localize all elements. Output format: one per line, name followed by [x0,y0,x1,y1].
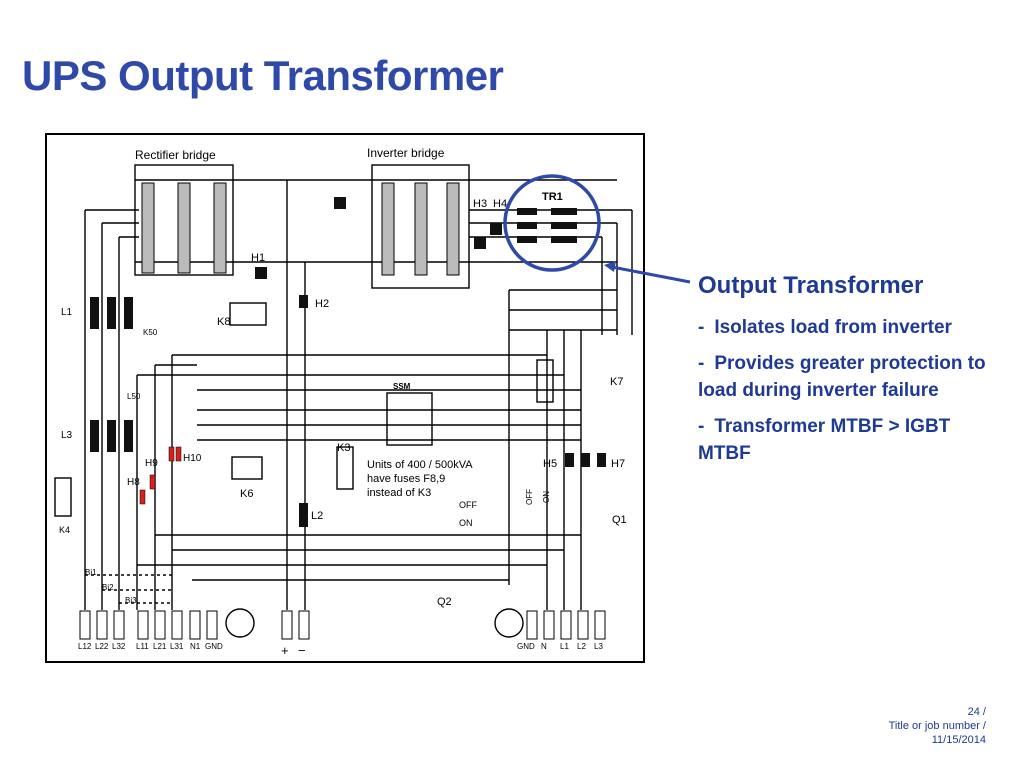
bullet-text: Provides greater protection to load duri… [698,353,986,401]
slide-footer: 24 / Title or job number / 11/15/2014 [889,705,986,747]
label-q1-off: OFF [525,489,534,505]
label-h2: H2 [315,298,329,310]
terminal-label: L3 [594,642,603,651]
label-q1: Q1 [612,514,627,526]
inductors [90,197,346,527]
label-q1-on: ON [542,491,551,503]
label-k50: K50 [143,328,158,337]
bullet-item: -Provides greater protection to load dur… [698,353,986,401]
page-number: 24 / [967,706,986,718]
terminal-label: L22 [95,642,109,651]
terminal-label: N [541,642,547,651]
label-h9: H9 [145,458,158,469]
transformer-coils [474,208,577,249]
note-line-2: have fuses F8,9 [367,473,445,485]
label-h4: H4 [493,198,507,210]
label-bi3: Bi3 [125,596,137,605]
bullet-text: Isolates load from inverter [714,317,952,338]
diagram-labels: Rectifier bridge Inverter bridge TR1 H1 … [59,146,627,658]
label-dc-plus: + [281,643,289,658]
label-k4: K4 [59,525,70,535]
bullet-item: -Isolates load from inverter [698,317,952,338]
label-h3: H3 [473,198,487,210]
label-h1: H1 [251,252,265,264]
terminal-label: GND [205,642,223,651]
label-h5: H5 [543,458,557,470]
job-title: Title or job number / [888,720,986,732]
label-l50: L50 [127,392,141,401]
label-bi1: Bi1 [85,568,97,577]
label-h7: H7 [611,458,625,470]
note-line-3: instead of K3 [367,487,431,499]
side-bullets: -Isolates load from inverter -Provides g… [698,314,998,467]
terminal-label: L12 [78,642,92,651]
label-bi2: Bi2 [102,583,114,592]
label-k6: K6 [240,488,253,500]
label-tr1: TR1 [542,191,563,203]
label-q2: Q2 [437,596,452,608]
label-h8: H8 [127,477,140,488]
terminal-label: L21 [153,642,167,651]
label-ssm: SSM [393,382,411,391]
terminal-label: L1 [560,642,569,651]
label-dc-minus: − [298,643,306,658]
schematic-svg: Rectifier bridge Inverter bridge TR1 H1 … [54,146,633,658]
side-heading: Output Transformer [698,272,924,299]
red-fuses [139,446,182,505]
terminal-label: L11 [136,642,149,651]
side-panel: Output Transformer -Isolates load from i… [698,272,998,476]
terminal-label: N1 [190,642,201,651]
label-l1: L1 [61,307,73,318]
bridge-modules [141,182,460,276]
terminal-label: GND [517,642,535,651]
label-q2-off: OFF [459,500,477,510]
label-inverter-bridge: Inverter bridge [367,146,445,160]
label-l2: L2 [311,510,323,522]
bullet-item: -Transformer MTBF > IGBT MTBF [698,416,951,464]
terminal-label: L32 [112,642,126,651]
output-fuses [565,453,606,467]
terminal-label: L31 [170,642,184,651]
label-k7: K7 [610,376,623,388]
transformer-highlight-circle [503,174,601,272]
label-q2-on: ON [459,518,473,528]
slide-title: UPS Output Transformer [22,52,504,99]
terminals [79,610,606,640]
date: 11/15/2014 [931,734,986,746]
label-rectifier-bridge: Rectifier bridge [135,148,216,162]
label-k3: K3 [337,442,350,454]
bullet-text: Transformer MTBF > IGBT MTBF [698,416,951,464]
label-l3: L3 [61,430,73,441]
ups-schematic-diagram: Rectifier bridge Inverter bridge TR1 H1 … [45,133,645,663]
note-line-1: Units of 400 / 500kVA [367,459,473,471]
terminal-label: L2 [577,642,586,651]
label-k8: K8 [217,316,230,328]
label-h10: H10 [183,453,202,464]
